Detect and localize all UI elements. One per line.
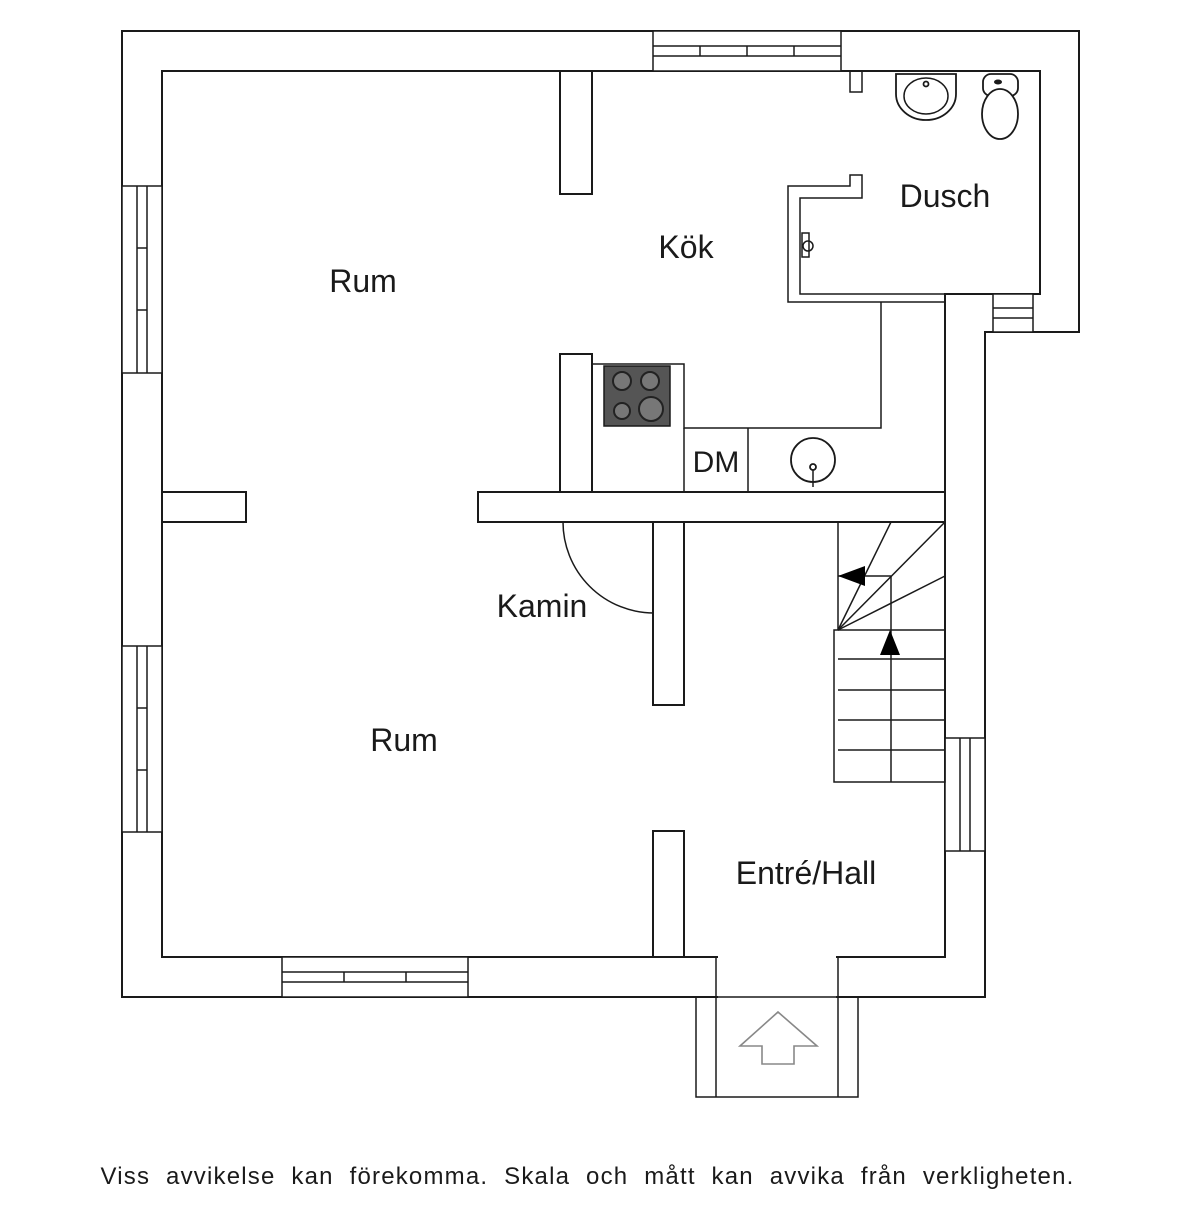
entrance-arrow-icon <box>737 1010 820 1065</box>
interior-walls <box>161 70 946 958</box>
room-label-dm: DM <box>693 446 740 479</box>
room-label-entre: Entré/Hall <box>736 855 877 891</box>
toilet-icon <box>981 73 1019 140</box>
room-label-kok: Kök <box>658 229 714 265</box>
washbasin-icon <box>895 73 957 121</box>
kitchen-sink-icon <box>790 437 836 487</box>
bathroom-walls <box>787 71 946 303</box>
windows <box>121 30 1034 998</box>
room-label-kamin: Kamin <box>497 588 588 624</box>
staircase <box>833 521 946 783</box>
stove-icon <box>603 365 671 427</box>
entrance <box>695 955 859 1098</box>
room-label-rum-lower: Rum <box>370 722 438 758</box>
disclaimer-text: Viss avvikelse kan förekomma. Skala och … <box>100 1163 1075 1190</box>
room-label-dusch: Dusch <box>900 178 991 214</box>
stair-arrow-icon <box>838 566 900 655</box>
door-swing <box>562 521 655 614</box>
kitchen-counter <box>592 302 882 492</box>
shower-mixer-icon <box>801 232 814 258</box>
room-label-rum-upper: Rum <box>329 263 397 299</box>
